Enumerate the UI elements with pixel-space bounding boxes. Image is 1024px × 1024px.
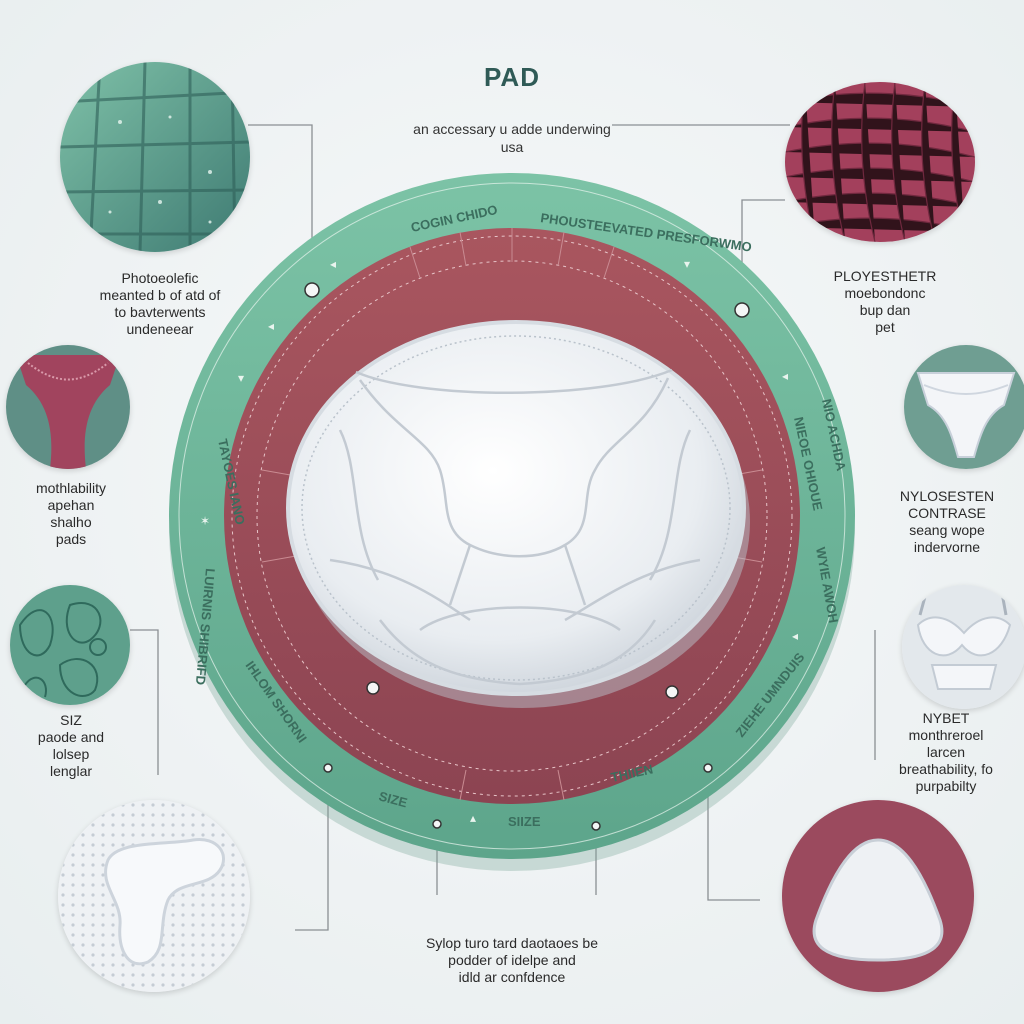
subtitle: an accessary u adde underwing usa	[413, 121, 611, 155]
svg-text:◂: ◂	[268, 319, 274, 333]
underwear-fabric-icon	[6, 345, 130, 469]
white-pad	[286, 320, 746, 696]
caption-mid-right: NYLOSESTEN CONTRASE seang wope indervorn…	[899, 488, 995, 555]
pad-quilting	[329, 368, 701, 686]
leaf-pattern-fabric-icon	[10, 585, 130, 705]
svg-text:✶: ✶	[200, 514, 210, 528]
caption-mid-left: mothlability apehan shalho pads	[35, 480, 107, 547]
caption-lower-right: NYBET monthreroel larcen breathability, …	[899, 710, 993, 794]
ring-label-bottom-center: SIIZE	[508, 814, 541, 829]
triangle-pad-icon	[782, 800, 974, 992]
svg-text:▾: ▾	[684, 257, 690, 271]
mesh-fabric-swatch-icon	[785, 82, 975, 242]
svg-text:◂: ◂	[782, 369, 788, 383]
bra-icon	[902, 585, 1024, 709]
perforated-pad-icon	[58, 800, 250, 992]
svg-text:▾: ▾	[238, 371, 244, 385]
caption-top-right: PLOYESTHETR moebondonc bup dan pet	[833, 268, 937, 335]
quilted-fabric-swatch-icon	[60, 62, 250, 252]
caption-bottom: Sylop turo tard daotaoes be podder of id…	[425, 935, 598, 985]
svg-text:◂: ◂	[792, 629, 798, 643]
ring-label-bottom-left: SIZE	[377, 788, 409, 810]
caption-top-left: Photoeolefic meanted b of atd of to bavt…	[99, 270, 221, 337]
page-title: PAD	[484, 62, 540, 92]
svg-text:◂: ◂	[330, 257, 336, 271]
caption-lower-left: SIZ paode and lolsep lenglar	[37, 712, 105, 779]
svg-text:▴: ▴	[470, 811, 476, 825]
white-briefs-icon	[904, 345, 1024, 469]
